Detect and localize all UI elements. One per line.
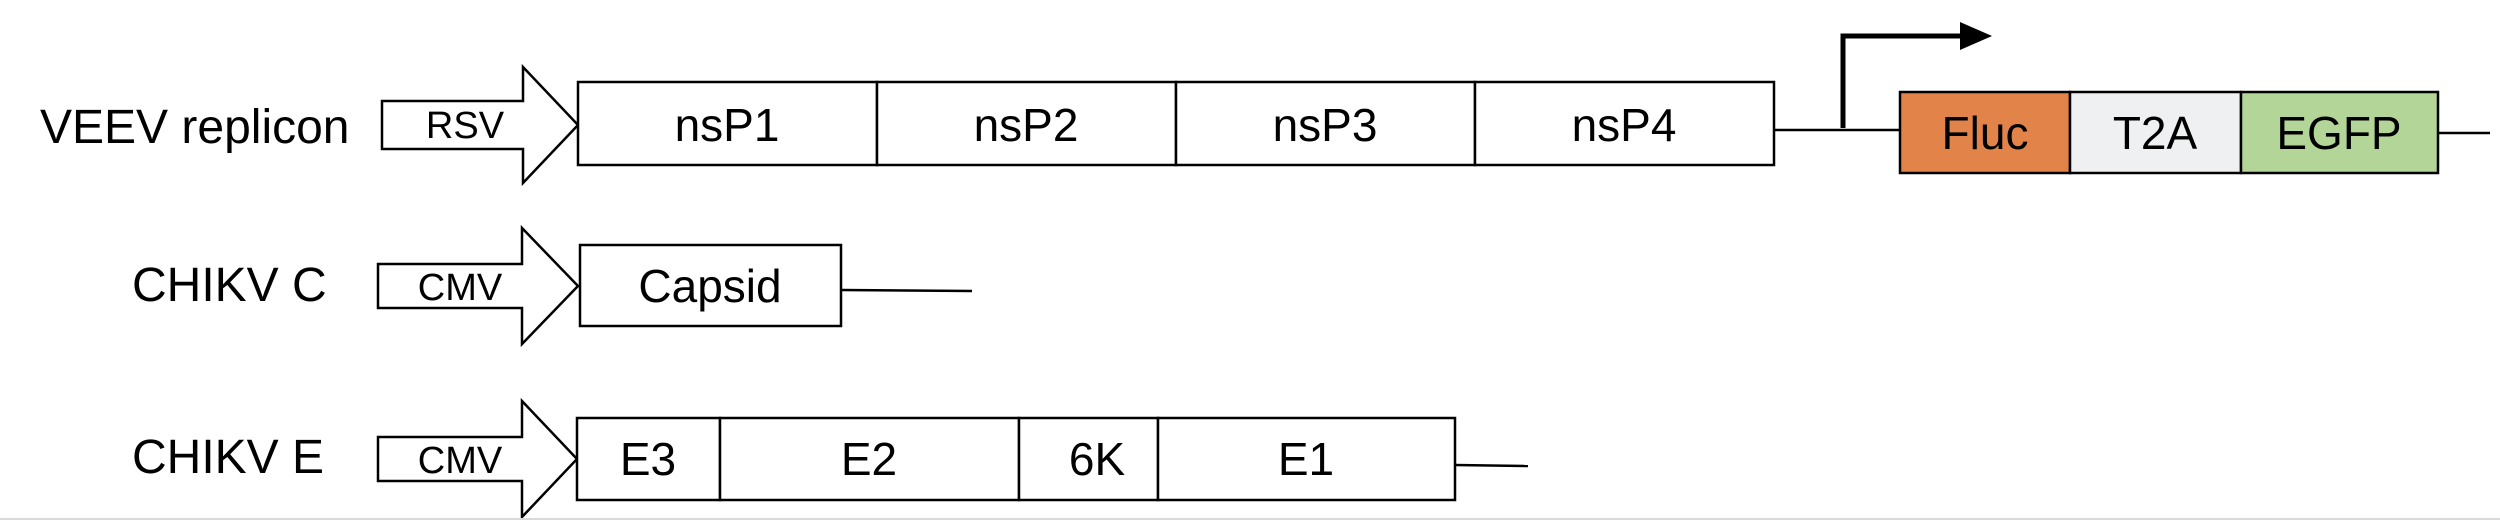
promoter-arrow-shape <box>376 397 579 521</box>
promoter-label: CMV <box>418 440 503 482</box>
construct-chikv-c: CHIKV C CMV Capsid <box>132 224 973 348</box>
subgenomic-promoter-arrow-icon <box>1840 22 1992 128</box>
segment-label: nsP2 <box>974 99 1079 151</box>
promoter-label: RSV <box>426 105 505 147</box>
promoter-label: CMV <box>418 267 503 309</box>
gene-segment-e2: E2 <box>718 416 1021 502</box>
segment-label: nsP4 <box>1572 99 1677 151</box>
construct-label: CHIKV C <box>132 259 327 312</box>
gene-segment-nsp1: nsP1 <box>576 80 879 167</box>
gene-segment-6k: 6K <box>1017 416 1160 502</box>
reporter-fluc: Fluc <box>1898 90 2072 175</box>
segment-label: Capsid <box>638 260 781 312</box>
gene-segment-nsp4: nsP4 <box>1473 80 1776 167</box>
connector-line <box>1454 463 1529 468</box>
gene-segment-e1: E1 <box>1156 416 1457 502</box>
promoter-arrow-shape <box>380 63 580 187</box>
segment-label: Fluc <box>1942 107 2029 159</box>
construct-label: CHIKV E <box>132 431 324 484</box>
segment-label: nsP3 <box>1273 99 1378 151</box>
gene-segment-e3: E3 <box>575 416 722 502</box>
promoter-arrow: CMV <box>376 224 580 348</box>
connector-line <box>840 288 973 293</box>
segment-label: EGFP <box>2276 107 2401 159</box>
gene-segment-nsp2: nsP2 <box>875 80 1178 167</box>
construct-chikv-e: CHIKV E CMV E3 E2 6K E1 <box>132 397 1529 521</box>
promoter-arrow-shape <box>376 224 580 348</box>
segment-label: 6K <box>1069 433 1126 485</box>
reporter-t2a: T2A <box>2068 90 2243 175</box>
promoter-arrow: RSV <box>380 63 580 187</box>
segment-label: E1 <box>1278 433 1334 485</box>
gene-segment-nsp3: nsP3 <box>1174 80 1477 167</box>
reporter-egfp: EGFP <box>2239 90 2440 175</box>
segment-label: T2A <box>2113 107 2198 159</box>
gene-segment-capsid: Capsid <box>578 243 843 328</box>
segment-label: nsP1 <box>675 99 780 151</box>
construct-veev-replicon: VEEV replicon RSV nsP1 nsP2 nsP3 nsP4 <box>40 22 2490 187</box>
segment-label: E2 <box>841 433 897 485</box>
promoter-arrow: CMV <box>376 397 579 521</box>
segment-label: E3 <box>620 433 676 485</box>
construct-label: VEEV replicon <box>40 101 350 154</box>
